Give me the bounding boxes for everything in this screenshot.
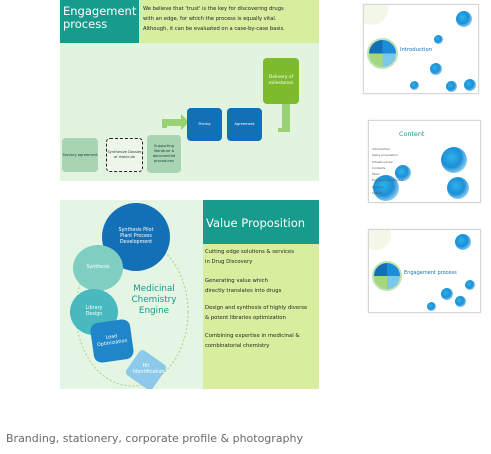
slide-title-line-1: Engagement [63, 4, 137, 18]
synthesis-circle: Synthesis [73, 245, 123, 291]
thumbnail-title: Content [399, 130, 425, 138]
engagement-process-slide[interactable]: Engagement process We believe that 'trus… [60, 0, 319, 181]
thumbnail-engagement-process[interactable]: Engagement process [368, 229, 481, 313]
step-label: Supporting literature & documented proce… [152, 144, 176, 163]
content-item: Value proposition [372, 153, 398, 158]
content-item: Introduction [372, 147, 391, 151]
step-label: Pricing [198, 122, 211, 126]
content-list: Introduction Value proposition Infrastru… [372, 146, 404, 196]
step-label: Synthesize Dossier of molecule [107, 150, 142, 159]
engine-line: Medicinal [133, 284, 175, 294]
blue-bubble [447, 177, 469, 199]
circle-label: Lead Optimization [96, 334, 128, 349]
intro-text-band: We believe that 'trust' is the key for d… [139, 0, 319, 43]
intro-line-3: Although, it can be evaluated on a case-… [143, 26, 285, 32]
value-points-panel [203, 244, 319, 389]
thumbnail-content[interactable]: Content Introduction Value proposition I… [368, 120, 481, 203]
step-label: Agreement [234, 122, 255, 126]
slide-title-line-2: process [63, 17, 108, 31]
value-point-3: Design and synthesis of highly diverse &… [205, 304, 307, 323]
value-point-line: combinatorial chemistry [205, 342, 270, 349]
circle-label: Synthesis [86, 265, 110, 270]
blue-bubble [395, 165, 411, 181]
step-delivery-milestones: Delivery of milestones [263, 58, 299, 104]
step-agreement: Agreement [227, 108, 262, 141]
medicinal-chemistry-engine-label: Medicinal Chemistry Engine [124, 284, 184, 317]
blue-bubble [465, 280, 475, 290]
value-point-line: Design and synthesis of highly diverse [205, 305, 308, 311]
content-item: Infrastructure [372, 159, 393, 164]
step-label: Secrecy agreement [62, 152, 98, 157]
step-pricing: Pricing [187, 108, 222, 141]
blue-bubble [441, 147, 467, 173]
content-item: Process [372, 184, 384, 189]
content-item: Engagement process [372, 178, 404, 183]
engine-line: Engine [138, 306, 170, 316]
step-label: Delivery of milestones [268, 75, 294, 86]
value-point-line: & potent libraries optimization [205, 314, 286, 321]
content-item: Clients [372, 191, 383, 196]
value-point-line: Cutting edge solutions & services [205, 249, 294, 255]
step-synthesize-dossier: Synthesize Dossier of molecule [106, 138, 143, 172]
blue-bubble [464, 79, 476, 91]
value-point-line: directly translates into drugs [205, 287, 282, 294]
circle-label: Library Design [85, 306, 103, 317]
content-item: Team [372, 172, 380, 177]
blue-bubble [441, 288, 453, 300]
step-supporting-literature: Supporting literature & documented proce… [147, 135, 181, 173]
value-point-line: Combining expertise in medicinal & [205, 333, 300, 339]
thumbnail-introduction[interactable]: Introduction [363, 4, 479, 94]
blue-bubble [455, 296, 466, 307]
blue-bubble [446, 81, 457, 92]
content-item: Contacts [372, 165, 386, 170]
value-point-line: in Drug Discovery [205, 258, 253, 265]
decor-ring [369, 230, 391, 250]
thumbnail-title: Engagement process [404, 270, 457, 276]
slide-title-box: Engagement process [60, 0, 139, 43]
blue-bubble [434, 35, 443, 44]
intro-line-2: with an edge, for which the process is e… [143, 16, 277, 22]
value-point-line: Generating value which [205, 278, 268, 284]
intro-line-1: We believe that 'trust' is the key for d… [143, 6, 284, 12]
blue-bubble [455, 234, 471, 250]
photo-circle-icon [372, 261, 402, 291]
arrow-to-pricing [162, 114, 189, 130]
thumbnail-title: Introduction [400, 47, 433, 53]
value-point-4: Combining expertise in medicinal & combi… [205, 332, 300, 351]
synthesis-pilot-plant-circle: Synthesis Pilot Plant Process Developmen… [102, 203, 170, 271]
blue-bubble [430, 63, 442, 75]
value-proposition-title: Value Proposition [203, 200, 319, 244]
step-secrecy-agreement: Secrecy agreement [62, 138, 98, 172]
value-point-1: Cutting edge solutions & services in Dru… [205, 248, 294, 267]
blue-bubble [427, 302, 436, 311]
portfolio-caption: Branding, stationery, corporate profile … [6, 432, 304, 445]
circle-label: Hit Identification [133, 364, 165, 375]
value-point-2: Generating value which directly translat… [205, 277, 281, 296]
blue-bubble [410, 81, 419, 90]
photo-circle-icon [367, 38, 398, 69]
circle-label: Synthesis Pilot Plant Process Developmen… [118, 228, 154, 245]
blue-bubble [456, 11, 472, 27]
engine-line: Chemistry [131, 295, 177, 305]
lead-optimization-shape: Lead Optimization [89, 318, 135, 364]
value-proposition-slide[interactable]: Synthesis Pilot Plant Process Developmen… [60, 200, 319, 389]
decor-ring [364, 5, 388, 25]
blue-bubble [373, 175, 399, 201]
